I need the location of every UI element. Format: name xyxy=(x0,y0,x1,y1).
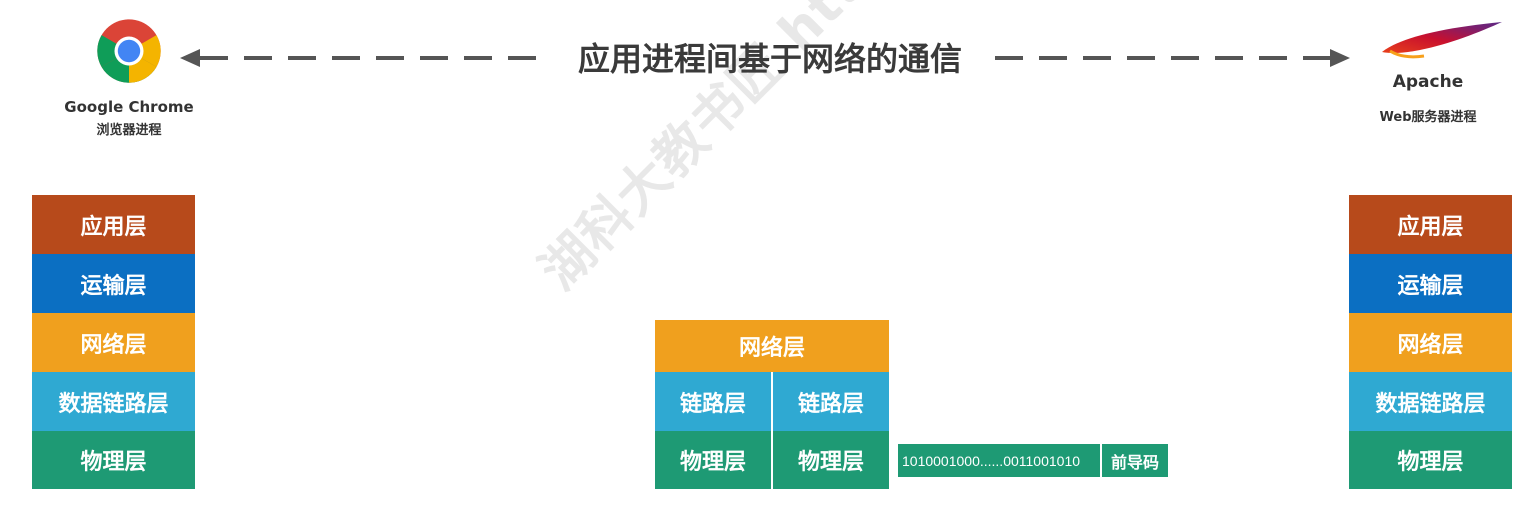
preamble-label: 前导码 xyxy=(1102,444,1168,477)
router-layer-physical-left: 物理层 xyxy=(655,431,771,489)
right-layer-network: 网络层 xyxy=(1349,313,1512,372)
router-layer-physical-right: 物理层 xyxy=(773,431,889,489)
chrome-icon xyxy=(97,19,161,83)
bit-stream: 1010001000......0011001010 xyxy=(898,444,1100,477)
router-layer-network: 网络层 xyxy=(655,320,889,372)
dashed-line-left xyxy=(200,56,540,60)
left-app-name: Google Chrome xyxy=(64,98,194,116)
left-layer-network: 网络层 xyxy=(32,313,195,372)
left-layer-physical: 物理层 xyxy=(32,431,195,489)
right-app-sub: Web服务器进程 xyxy=(1379,110,1477,125)
diagram-title: 应用进程间基于网络的通信 xyxy=(577,40,962,78)
left-layer-transport: 运输层 xyxy=(32,254,195,313)
apache-feather-icon xyxy=(1382,22,1502,59)
right-app-name: Apache xyxy=(1392,72,1464,92)
left-app-sub: 浏览器进程 xyxy=(96,123,162,138)
right-layer-transport: 运输层 xyxy=(1349,254,1512,313)
right-layer-application: 应用层 xyxy=(1349,195,1512,254)
router-layer-link-right: 链路层 xyxy=(773,372,889,431)
right-layer-datalink: 数据链路层 xyxy=(1349,372,1512,431)
right-layer-physical: 物理层 xyxy=(1349,431,1512,489)
arrow-left-icon xyxy=(180,49,200,67)
arrow-right-icon xyxy=(1330,49,1350,67)
left-layer-datalink: 数据链路层 xyxy=(32,372,195,431)
left-layer-application: 应用层 xyxy=(32,195,195,254)
router-layer-link-left: 链路层 xyxy=(655,372,771,431)
dashed-line-right xyxy=(995,56,1330,60)
